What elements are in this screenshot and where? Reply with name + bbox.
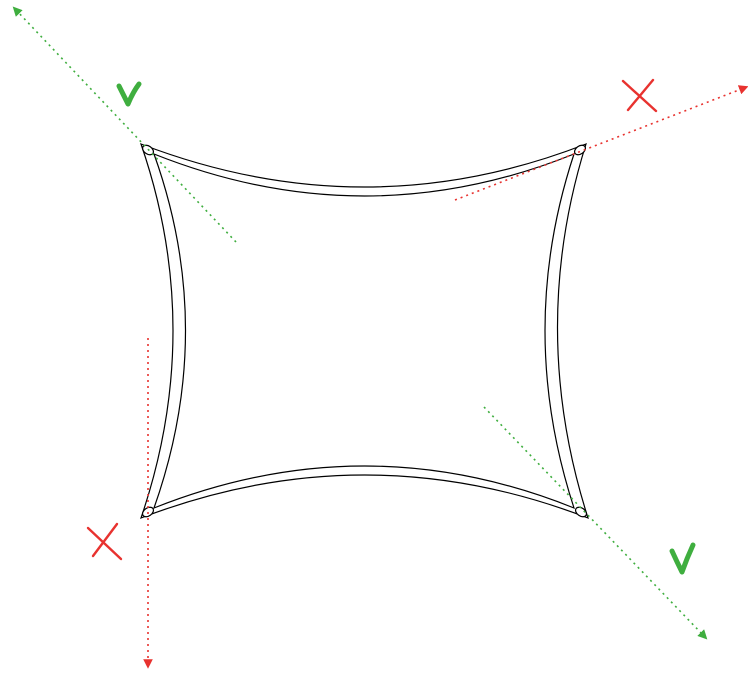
- tension-line-top-right: [454, 85, 748, 201]
- corner-ring-bottom-right: [574, 506, 588, 518]
- cross-icon: [621, 78, 658, 113]
- corner-ring-top-right: [573, 144, 587, 156]
- checkmark-icon: [669, 542, 696, 575]
- cross-icon: [86, 522, 123, 561]
- sail-inner-edge: [152, 152, 575, 510]
- checkmark-icon: [116, 81, 142, 107]
- tension-line-bottom-right: [483, 406, 708, 640]
- sail-outer-edge: [140, 142, 589, 520]
